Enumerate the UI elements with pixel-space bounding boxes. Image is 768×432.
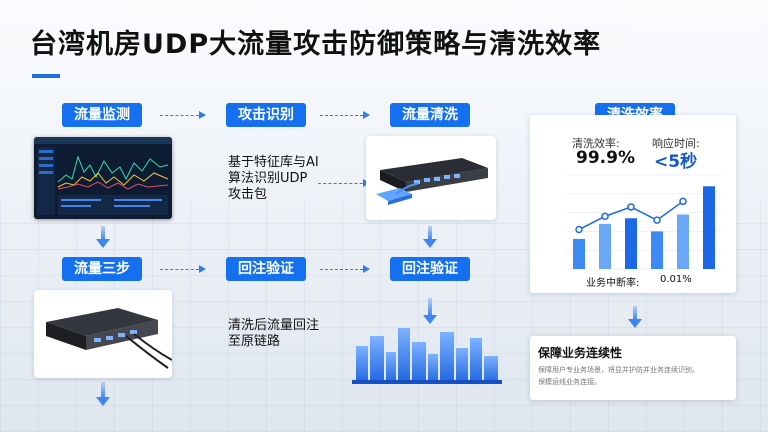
clean-rate-label: 清洗效率:	[572, 137, 620, 150]
title-underline	[32, 74, 60, 78]
page-title: 台湾机房UDP大流量攻击防御策略与清洗效率	[30, 29, 602, 60]
arrow-down-icon	[423, 298, 437, 326]
step-identify: 攻击识别	[226, 103, 306, 127]
reinject-description: 清洗后流量回注 至原链路	[228, 318, 319, 350]
arrow-down-icon	[96, 382, 110, 408]
arrow-down-icon	[96, 226, 110, 248]
chart-point	[679, 197, 687, 206]
interrupt-rate-value: 0.01%	[660, 274, 692, 285]
chart-bar	[625, 218, 637, 269]
response-time-label: 响应时间:	[652, 137, 700, 150]
arrow-right-icon	[320, 111, 370, 119]
efficiency-card: 清洗效率: 99.9% 响应时间: <5秒 业务中断率: 0.01%	[530, 115, 736, 293]
step-monitor: 流量监测	[62, 103, 142, 127]
server-device-image	[34, 290, 173, 378]
monitoring-dashboard-image	[34, 137, 172, 219]
city-skyline-image	[352, 322, 502, 384]
chart-bar	[651, 231, 663, 269]
interrupt-rate-label: 业务中断率:	[586, 278, 640, 289]
identify-description: 基于特征库与AI 算法识别UDP 攻击包	[228, 155, 319, 203]
step-three-steps: 流量三步	[62, 257, 142, 281]
arrow-right-icon	[160, 111, 206, 119]
continuity-line-1: 保障用户专业务场景，将显并护防并业务连续识别。	[538, 366, 699, 374]
chart-point	[575, 225, 583, 234]
arrow-right-icon	[160, 265, 206, 273]
chart-bar	[573, 238, 585, 269]
step-verify-1: 回注验证	[226, 257, 306, 281]
chart-point	[601, 212, 609, 221]
continuity-title: 保障业务连续性	[538, 346, 623, 360]
reinject-desc-line: 清洗后流量回注	[228, 318, 320, 333]
continuity-card: 保障业务连续性 保障用户专业务场景，将显并护防并业务连续识别。 保模运线业务连接…	[530, 336, 736, 400]
chart-bar	[677, 214, 689, 269]
identify-desc-line: 基于特征库与AI	[228, 155, 319, 170]
continuity-line-2: 保模运线业务连接。	[538, 378, 601, 386]
arrow-down-icon	[628, 306, 642, 328]
efficiency-chart	[566, 174, 722, 270]
arrow-right-icon	[320, 265, 370, 273]
arrow-right-icon	[318, 179, 370, 187]
step-verify-2: 回注验证	[390, 257, 470, 281]
chart-bar	[703, 186, 715, 269]
scrubbing-device-image	[366, 136, 496, 220]
chart-point	[653, 216, 661, 224]
response-time-value: <5秒	[654, 152, 698, 172]
arrow-down-icon	[423, 226, 437, 248]
identify-desc-line: 攻击包	[228, 187, 268, 202]
step-clean: 流量清洗	[390, 103, 470, 127]
reinject-desc-line: 至原链路	[228, 334, 281, 349]
clean-rate-value: 99.9%	[576, 148, 635, 168]
chart-point	[627, 203, 635, 211]
identify-desc-line: 算法识别UDP	[228, 171, 308, 186]
chart-bar	[599, 223, 611, 269]
